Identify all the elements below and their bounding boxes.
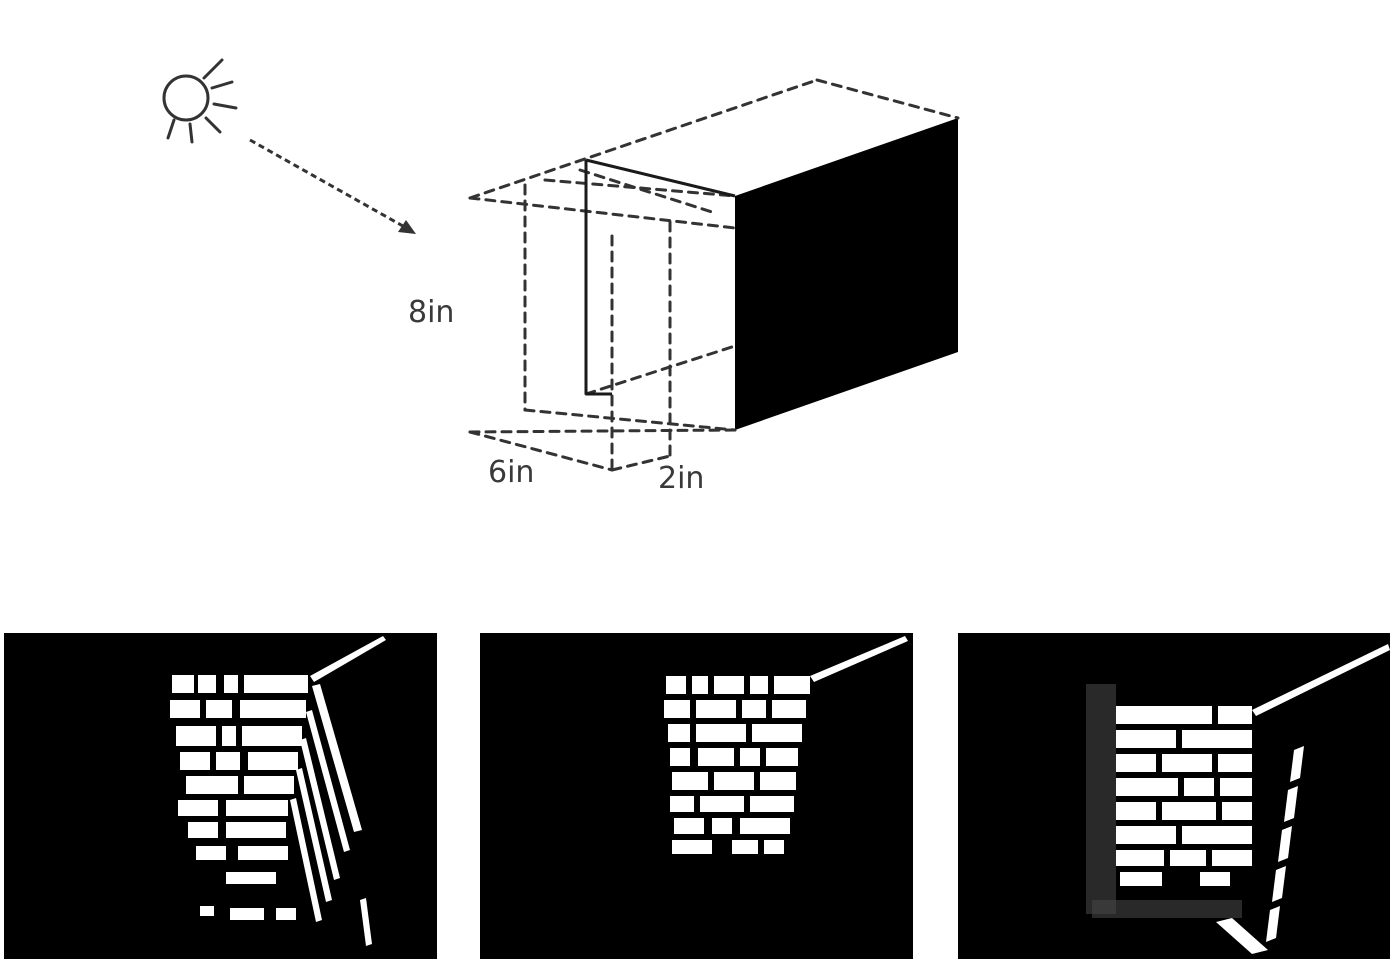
render-2-lit-pattern (664, 636, 908, 854)
box-3d (468, 78, 960, 472)
width-label: 6in (488, 455, 534, 490)
render-1-lit-pattern (170, 636, 386, 946)
render-2 (480, 633, 913, 959)
render-1 (4, 633, 437, 959)
setup-diagram: 8in 6in 2in (162, 58, 960, 496)
sun-icon (162, 58, 238, 144)
box-dark-face (735, 118, 958, 430)
render-3-lit-pattern (1086, 644, 1390, 954)
depth-label: 2in (658, 461, 704, 496)
arrow-icon (249, 138, 416, 234)
render-3 (958, 633, 1390, 959)
height-label: 8in (408, 295, 454, 330)
